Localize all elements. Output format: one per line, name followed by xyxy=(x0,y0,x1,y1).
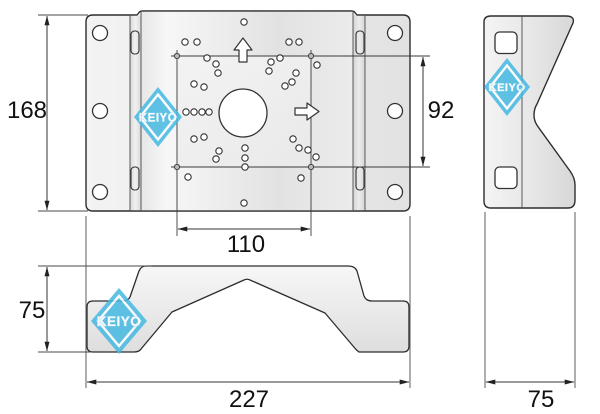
hole xyxy=(288,78,296,86)
keiyo-logo-side: KEIYO xyxy=(484,58,530,116)
hole xyxy=(265,67,273,75)
hole xyxy=(267,58,275,66)
dim-label-168: 168 xyxy=(7,97,47,124)
dimension-overall-width: 227 xyxy=(85,216,411,413)
dimension-side-width: 75 xyxy=(484,212,576,413)
hole xyxy=(173,52,181,60)
hole xyxy=(215,147,223,155)
hole xyxy=(240,199,248,207)
slot-hole xyxy=(130,30,140,55)
hole xyxy=(198,108,206,116)
hole xyxy=(190,108,198,116)
hole xyxy=(313,61,321,69)
bend-slots xyxy=(130,30,365,191)
hole xyxy=(181,38,189,46)
hole xyxy=(173,163,181,171)
side-view xyxy=(483,15,576,209)
hole xyxy=(304,146,312,154)
dimension-plate-horizontal: 110 xyxy=(177,226,311,258)
plate-corner-markers xyxy=(173,52,315,171)
hole xyxy=(91,183,109,201)
dim-label-227: 227 xyxy=(229,386,269,413)
hole xyxy=(214,69,222,77)
hole xyxy=(241,154,249,162)
slot-hole xyxy=(494,166,518,190)
hole xyxy=(285,38,293,46)
hole xyxy=(184,173,192,181)
hole xyxy=(297,174,305,182)
hole xyxy=(386,183,404,201)
hole xyxy=(212,60,220,68)
plate-edge-lines xyxy=(171,50,430,236)
dim-label-92: 92 xyxy=(428,97,455,124)
slot-hole xyxy=(494,31,518,55)
hole xyxy=(240,18,248,26)
up-arrow-icon xyxy=(233,37,253,63)
dim-label-110: 110 xyxy=(227,231,265,258)
hole xyxy=(241,163,249,171)
hole xyxy=(276,54,284,62)
hole xyxy=(292,69,300,77)
hole xyxy=(190,135,198,143)
hole xyxy=(193,38,201,46)
keiyo-logo-front: KEIYO xyxy=(134,87,182,147)
hole xyxy=(386,24,404,42)
flange-holes xyxy=(91,24,404,201)
slot-hole xyxy=(130,166,140,191)
side-square-holes xyxy=(494,31,518,190)
slot-hole xyxy=(355,30,365,55)
hole xyxy=(190,80,198,88)
dim-label-75-left: 75 xyxy=(19,297,46,324)
hole xyxy=(203,54,211,62)
front-view xyxy=(85,10,430,236)
hole xyxy=(241,144,249,152)
keiyo-logo-text: KEIYO xyxy=(97,314,142,329)
hole xyxy=(182,108,190,116)
front-left-bend xyxy=(130,15,141,211)
keiyo-logo-bottom: KEIYO xyxy=(91,288,147,354)
hole xyxy=(295,144,303,152)
keiyo-logo-text: KEIYO xyxy=(489,82,526,94)
hole xyxy=(307,52,315,60)
center-hole xyxy=(218,88,268,138)
hole xyxy=(205,108,213,116)
hole xyxy=(281,82,289,90)
keiyo-logo-text: KEIYO xyxy=(139,113,177,125)
hole xyxy=(200,83,208,91)
hole xyxy=(295,38,303,46)
hole xyxy=(312,153,320,161)
front-right-bend xyxy=(353,15,365,211)
hole xyxy=(307,163,315,171)
hole xyxy=(289,135,297,143)
dimension-front-height: 168 xyxy=(7,14,88,212)
plate-holes xyxy=(181,18,321,207)
slot-hole xyxy=(355,166,365,191)
dimension-profile-height: 75 xyxy=(19,265,152,353)
dim-label-75-right: 75 xyxy=(528,386,555,413)
hole xyxy=(91,24,109,42)
hole xyxy=(386,102,404,120)
hole xyxy=(200,133,208,141)
dimension-plate-vertical: 92 xyxy=(420,56,455,167)
right-arrow-icon xyxy=(294,102,320,121)
hole xyxy=(91,102,109,120)
hole xyxy=(212,155,220,163)
